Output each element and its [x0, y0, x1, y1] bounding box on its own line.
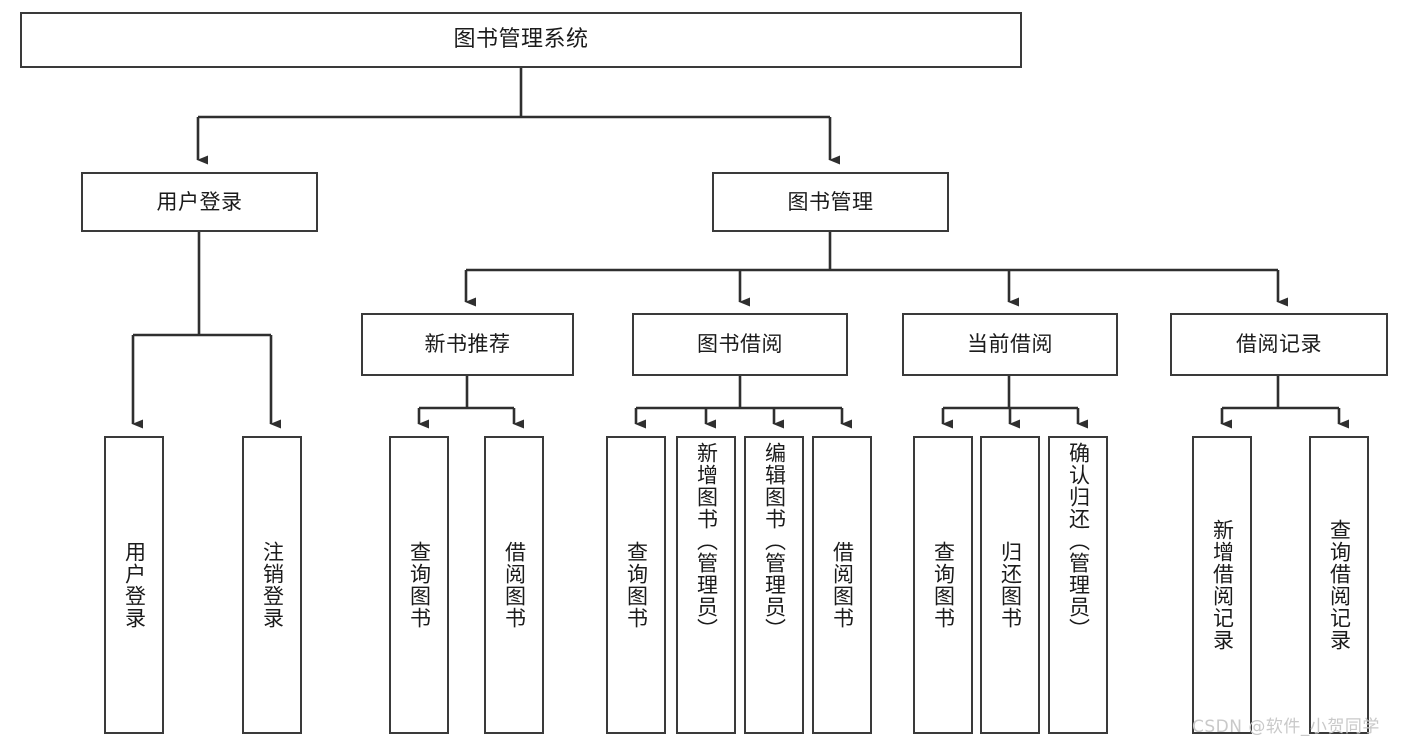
node-label: 新增借阅记录	[1210, 519, 1235, 651]
node-label: 图书管理系统	[453, 27, 589, 53]
watermark-text: CSDN @软件_小贺同学	[1192, 717, 1380, 737]
node-label: 查询图书	[931, 541, 956, 629]
node-label: 借阅图书	[502, 541, 527, 629]
node-label: 新书推荐	[424, 332, 511, 357]
leaf-borrow-record-query-record[interactable]: 查询借阅记录	[1309, 436, 1369, 734]
node-label: 借阅记录	[1236, 332, 1322, 357]
leaf-book-borrow-query-books[interactable]: 查询图书	[606, 436, 666, 734]
node-label: 归还图书	[998, 541, 1023, 629]
leaf-current-borrow-return-books[interactable]: 归还图书	[980, 436, 1040, 734]
leaf-borrow-record-add-record[interactable]: 新增借阅记录	[1192, 436, 1252, 734]
leaf-book-borrow-borrow-books[interactable]: 借阅图书	[812, 436, 872, 734]
leaf-book-borrow-edit-book-admin[interactable]: 编辑图书（管理员）	[744, 436, 804, 734]
node-root-library-system[interactable]: 图书管理系统	[20, 12, 1022, 68]
node-label: 新增图书（管理员）	[694, 442, 719, 640]
node-user-login[interactable]: 用户登录	[81, 172, 318, 232]
node-label: 注销登录	[260, 541, 285, 629]
node-new-book-recommend[interactable]: 新书推荐	[361, 313, 574, 376]
node-label: 图书管理	[787, 189, 874, 214]
leaf-user-login-login[interactable]: 用户登录	[104, 436, 164, 734]
leaf-new-book-query-books[interactable]: 查询图书	[389, 436, 449, 734]
node-label: 用户登录	[122, 541, 147, 629]
node-label: 查询借阅记录	[1327, 519, 1352, 651]
node-label: 用户登录	[156, 189, 243, 214]
node-book-management[interactable]: 图书管理	[712, 172, 949, 232]
node-label: 借阅图书	[830, 541, 855, 629]
node-label: 确认归还（管理员）	[1066, 442, 1091, 640]
node-current-borrow[interactable]: 当前借阅	[902, 313, 1118, 376]
leaf-current-borrow-confirm-return-admin[interactable]: 确认归还（管理员）	[1048, 436, 1108, 734]
node-label: 图书借阅	[697, 332, 783, 357]
node-label: 查询图书	[407, 541, 432, 629]
leaf-current-borrow-query-books[interactable]: 查询图书	[913, 436, 973, 734]
node-label: 当前借阅	[967, 332, 1053, 357]
node-borrow-record[interactable]: 借阅记录	[1170, 313, 1388, 376]
leaf-book-borrow-add-book-admin[interactable]: 新增图书（管理员）	[676, 436, 736, 734]
node-book-borrow[interactable]: 图书借阅	[632, 313, 848, 376]
node-label: 查询图书	[624, 541, 649, 629]
leaf-new-book-borrow-books[interactable]: 借阅图书	[484, 436, 544, 734]
node-label: 编辑图书（管理员）	[762, 442, 787, 640]
leaf-user-login-logout[interactable]: 注销登录	[242, 436, 302, 734]
